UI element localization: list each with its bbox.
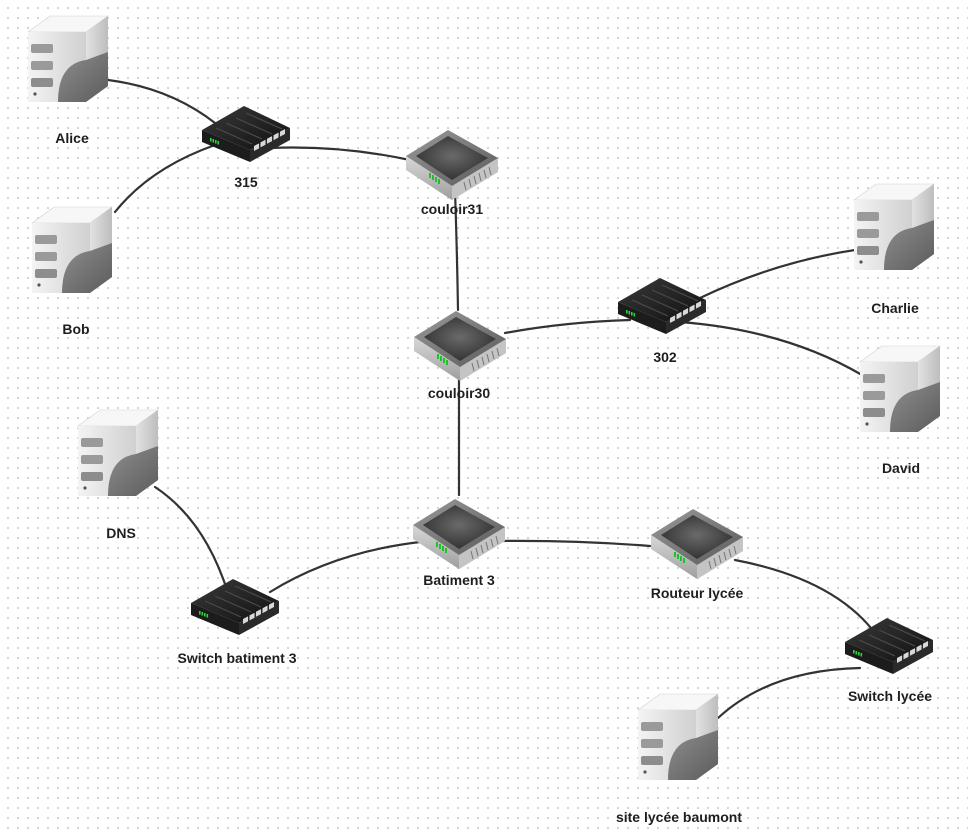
server-icon — [31, 206, 113, 293]
node-label-bat3: Batiment 3 — [423, 572, 495, 588]
node-s315[interactable]: 315 — [202, 106, 290, 190]
server-icon — [859, 345, 941, 432]
node-alice[interactable]: Alice — [27, 15, 109, 146]
router-icon — [413, 499, 505, 569]
link-couloir31-couloir30 — [453, 188, 460, 312]
node-charlie[interactable]: Charlie — [853, 183, 935, 316]
link-swlycee-site — [716, 666, 862, 720]
link-bat3-routeur — [493, 539, 652, 548]
node-label-charlie: Charlie — [871, 300, 919, 316]
link-routeur-swlycee — [733, 558, 882, 642]
link-couloir30-s302 — [503, 318, 632, 335]
node-routeur[interactable]: Routeur lycée — [651, 509, 744, 601]
link-s302-david — [678, 320, 864, 377]
switch-icon — [845, 618, 933, 674]
node-label-bob: Bob — [62, 321, 89, 337]
node-couloir31[interactable]: couloir31 — [406, 130, 498, 217]
server-icon — [27, 15, 109, 102]
node-label-david: David — [882, 460, 920, 476]
switch-icon — [202, 106, 290, 162]
node-label-routeur: Routeur lycée — [651, 585, 744, 601]
link-alice-s315 — [106, 78, 217, 125]
node-bob[interactable]: Bob — [31, 206, 113, 337]
node-bat3[interactable]: Batiment 3 — [413, 499, 505, 588]
router-icon — [651, 509, 743, 579]
node-couloir30[interactable]: couloir30 — [414, 311, 506, 401]
node-label-site: site lycée baumont — [616, 809, 742, 825]
router-icon — [406, 130, 498, 200]
node-label-alice: Alice — [55, 130, 89, 146]
link-s302-charlie — [698, 248, 857, 300]
node-label-dns: DNS — [106, 525, 136, 541]
node-site[interactable]: site lycée baumont — [616, 693, 742, 825]
node-label-s302: 302 — [653, 349, 677, 365]
switch-icon — [191, 579, 279, 635]
node-s302[interactable]: 302 — [618, 278, 706, 365]
node-swlycee[interactable]: Switch lycée — [845, 618, 933, 704]
links-layer — [106, 78, 882, 720]
link-swbat3-bat3 — [268, 540, 422, 594]
link-dns-swbat3 — [153, 485, 230, 595]
node-label-couloir30: couloir30 — [428, 385, 490, 401]
link-s315-couloir31 — [268, 146, 412, 162]
link-bob-s315 — [113, 143, 217, 214]
switch-icon — [618, 278, 706, 334]
server-icon — [637, 693, 719, 780]
server-icon — [77, 409, 159, 496]
node-label-swlycee: Switch lycée — [848, 688, 932, 704]
server-icon — [853, 183, 935, 270]
node-label-swbat3: Switch batiment 3 — [177, 650, 296, 666]
node-label-s315: 315 — [234, 174, 258, 190]
router-icon — [414, 311, 506, 381]
node-dns[interactable]: DNS — [77, 409, 159, 541]
node-swbat3[interactable]: Switch batiment 3 — [177, 579, 297, 666]
node-david[interactable]: David — [859, 345, 941, 476]
node-label-couloir31: couloir31 — [421, 201, 483, 217]
